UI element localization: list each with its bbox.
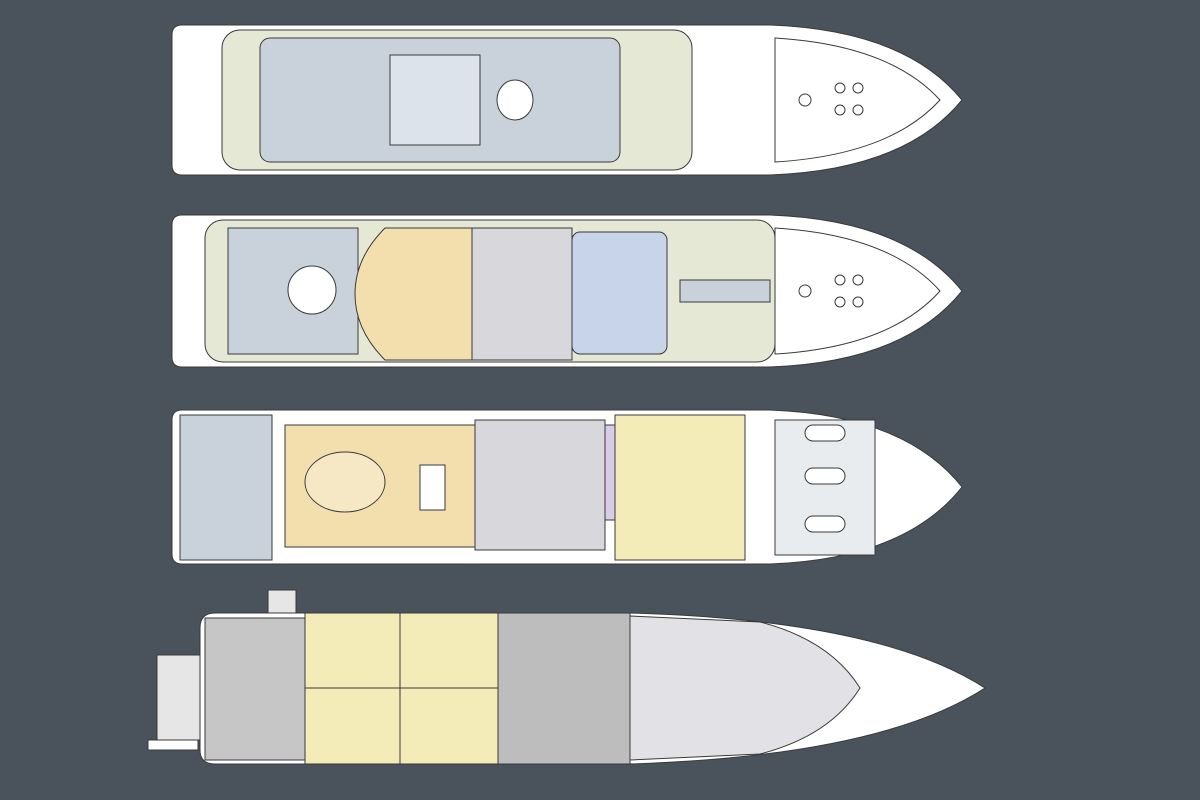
dining-table bbox=[287, 265, 337, 315]
sun-deck-bow-outline bbox=[774, 37, 941, 163]
galley bbox=[474, 419, 606, 551]
mast-icon bbox=[798, 284, 812, 298]
bridge-deck-bow-outline bbox=[774, 227, 941, 355]
foredeck-walkway bbox=[679, 279, 771, 303]
foredeck bbox=[774, 419, 876, 556]
sky-lounge bbox=[354, 227, 473, 361]
tender-3 bbox=[804, 515, 846, 533]
engine-room bbox=[497, 612, 631, 765]
lower-deck bbox=[147, 589, 986, 765]
bridge-deck-service bbox=[471, 227, 573, 361]
owner-suite bbox=[614, 414, 746, 561]
tender-2 bbox=[804, 467, 846, 485]
sun-deck-lounge bbox=[389, 54, 481, 146]
wheelhouse bbox=[571, 231, 668, 355]
tender-1 bbox=[804, 424, 846, 442]
main-deck bbox=[171, 409, 963, 565]
passerelle bbox=[147, 739, 199, 751]
crew-area bbox=[629, 615, 861, 761]
saloon-sofa bbox=[304, 451, 386, 513]
jacuzzi bbox=[496, 79, 534, 121]
swim-platform bbox=[156, 654, 206, 741]
aft-deck-teak bbox=[179, 414, 273, 561]
anchor-winches bbox=[834, 274, 864, 308]
tender-garage bbox=[204, 617, 306, 761]
mast-icon bbox=[798, 93, 812, 107]
boarding-ladder bbox=[267, 589, 297, 616]
bridge-deck bbox=[171, 214, 963, 368]
sun-deck bbox=[171, 24, 963, 176]
anchor-winches bbox=[834, 82, 864, 116]
dining-table bbox=[419, 464, 446, 511]
